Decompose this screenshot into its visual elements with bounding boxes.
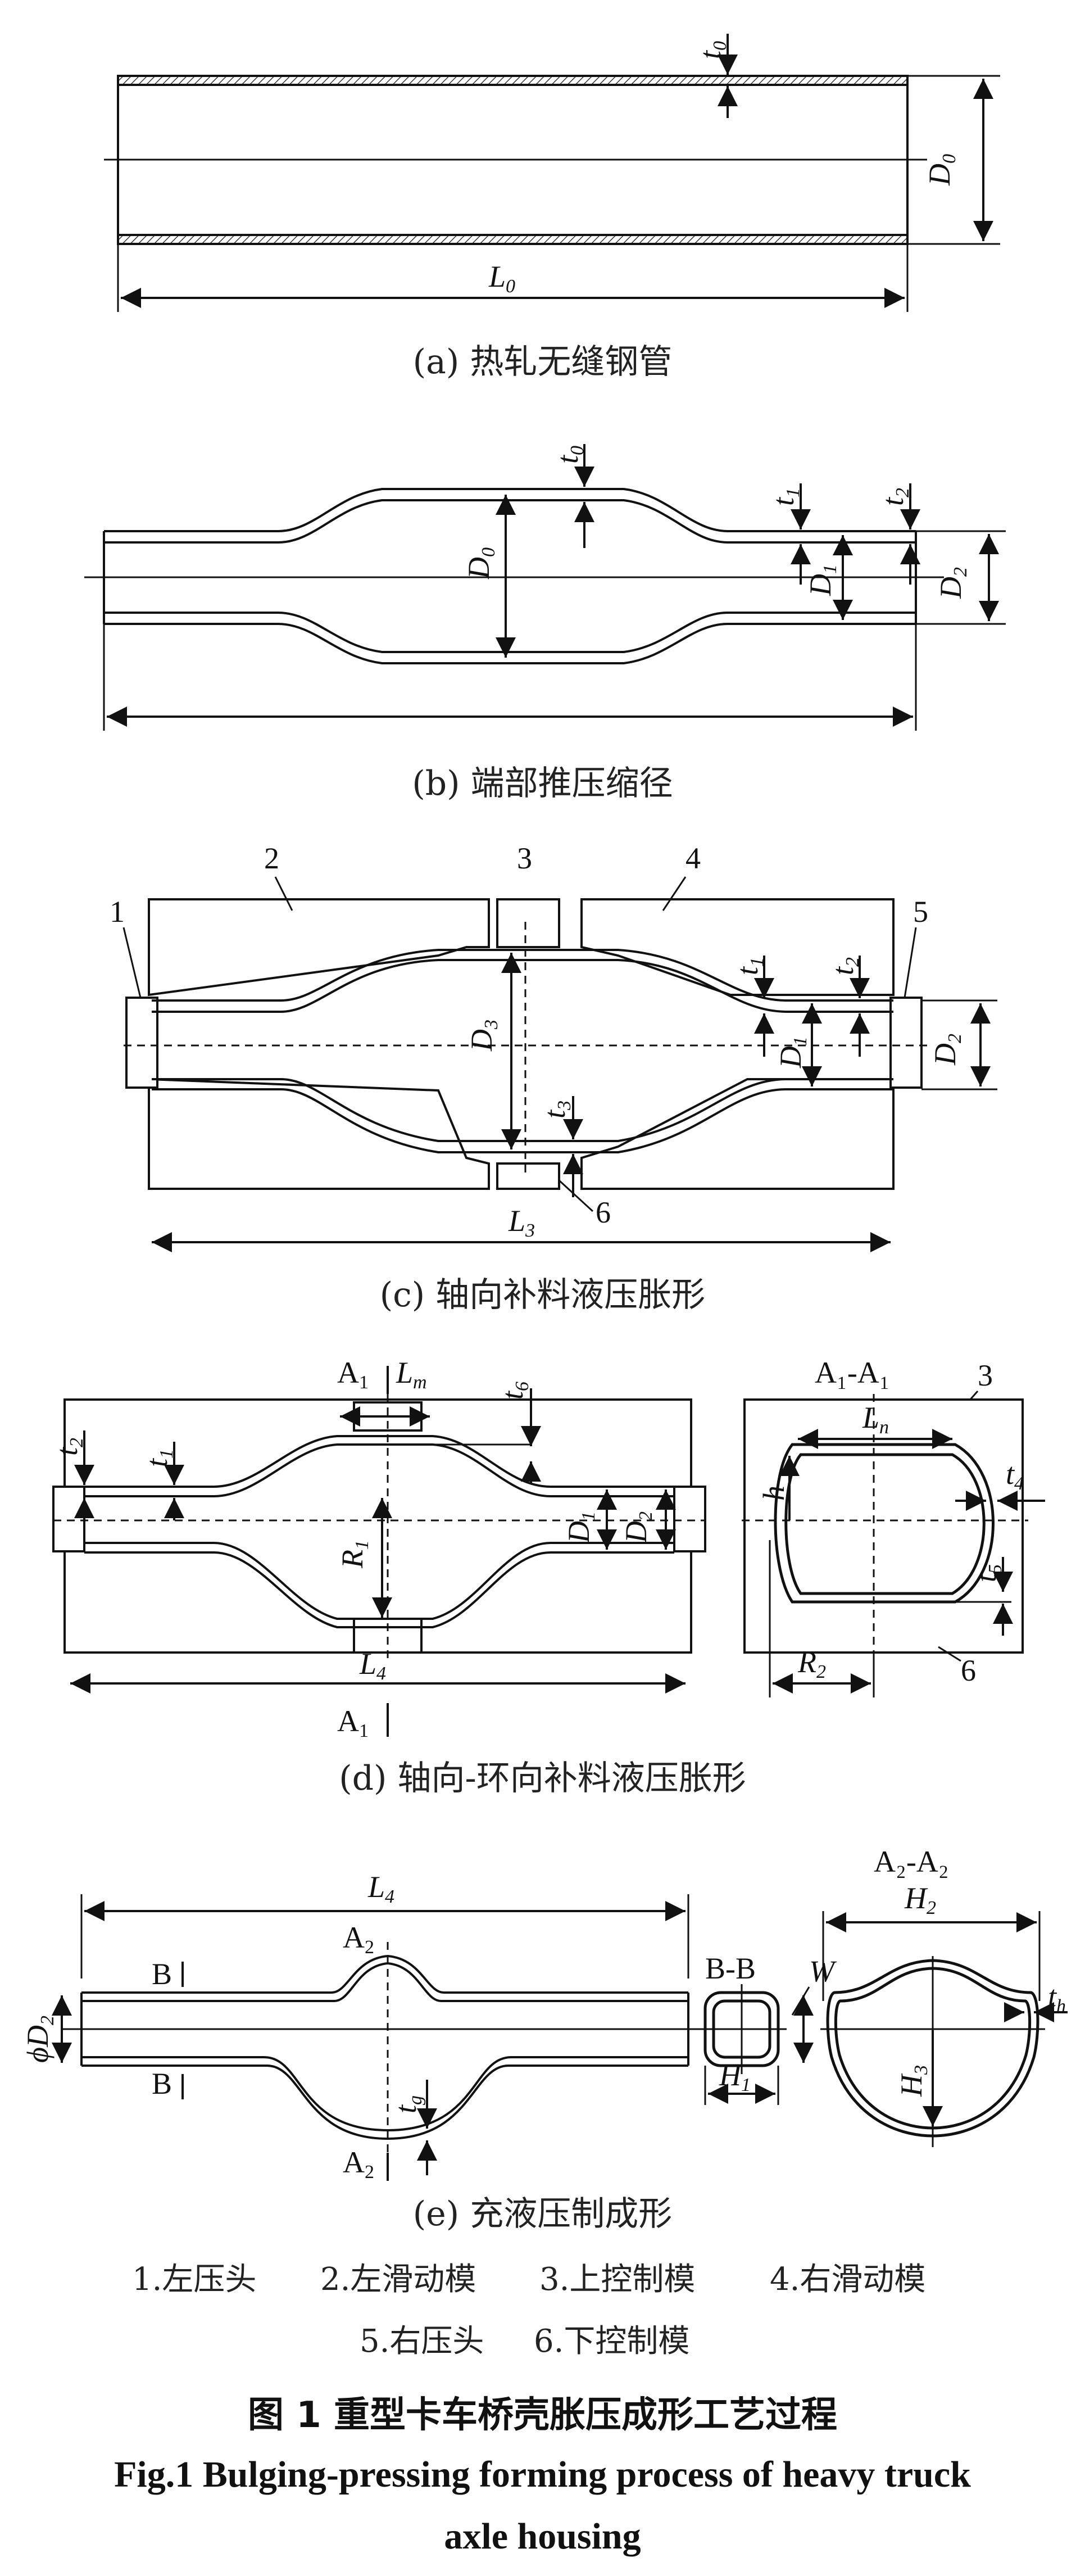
legend-item-4: 4.右滑动模 bbox=[770, 2261, 926, 2298]
figure-title-en-line1: Fig.1 Bulging-pressing forming process o… bbox=[114, 2454, 971, 2495]
e-L4-label: L4 bbox=[367, 1870, 394, 1907]
c-t1-label: t1 bbox=[730, 957, 768, 975]
b-D0-label: D0 bbox=[462, 547, 499, 580]
b-t0-label: t0 bbox=[551, 446, 588, 464]
a-L0-label: L0 bbox=[488, 260, 515, 297]
figure-title-cn: 图 1 重型卡车桥壳胀压成形工艺过程 bbox=[247, 2394, 838, 2436]
e-phiD2-label: ϕD2 bbox=[21, 2016, 58, 2063]
d-D1-label: D1 bbox=[562, 1511, 599, 1543]
a-t0-label: t0 bbox=[693, 41, 730, 59]
e-H2-label: H2 bbox=[904, 1881, 936, 1918]
legend-item-1: 1.左压头 bbox=[132, 2261, 257, 2298]
e-A2-bottom: A2 bbox=[343, 2145, 374, 2183]
d-part-3: 3 bbox=[978, 1359, 993, 1392]
d-t6-label: t6 bbox=[496, 1382, 533, 1400]
e-sectionA-label: A₂-A₂ bbox=[874, 1845, 949, 1878]
e-tg-label: tg bbox=[389, 2095, 426, 2113]
d-R2-label: R2 bbox=[797, 1645, 826, 1682]
d-A1-bottom: A1 bbox=[337, 1704, 369, 1741]
c-D3-label: D3 bbox=[465, 1020, 502, 1052]
c-D1-label: D1 bbox=[774, 1036, 811, 1069]
d-t2-label: t2 bbox=[50, 1438, 87, 1456]
b-D2-label: D2 bbox=[934, 567, 971, 599]
e-B-top: B bbox=[152, 1957, 172, 1991]
b-t2-label: t2 bbox=[876, 488, 913, 506]
d-section-label: A₁-A₁ bbox=[815, 1356, 890, 1389]
legend-item-3: 3.上控制模 bbox=[539, 2261, 696, 2298]
d-h-label: h bbox=[757, 1486, 791, 1501]
c-part-1: 1 bbox=[110, 895, 125, 929]
d-L4-label: L4 bbox=[359, 1647, 386, 1684]
d-A1-top: A1 bbox=[337, 1356, 369, 1393]
c-part-4: 4 bbox=[685, 841, 701, 875]
d-D2-label: D2 bbox=[619, 1511, 656, 1543]
panel-b-end-reduction: D0 t0 t1 D1 t2 D2 bbox=[84, 444, 1006, 731]
e-th-label: th bbox=[1048, 1980, 1066, 2017]
c-part-6: 6 bbox=[596, 1196, 611, 1229]
c-t2-label: t2 bbox=[826, 957, 863, 975]
a-D0-label: D0 bbox=[923, 154, 960, 186]
d-Lm-label: Lm bbox=[396, 1356, 427, 1393]
panel-c-axial-bulging: 1 2 3 4 5 6 D3 t3 t1 D1 t2 D2 bbox=[110, 841, 997, 1252]
caption-c: (c) 轴向补料液压胀形 bbox=[379, 1275, 706, 1315]
d-Ln-label: Ln bbox=[862, 1401, 889, 1438]
d-R1-label: R1 bbox=[335, 1540, 373, 1569]
caption-e: (e) 充液压制成形 bbox=[412, 2194, 673, 2234]
c-D2-label: D2 bbox=[928, 1034, 965, 1066]
d-t4-label: t4 bbox=[1006, 1457, 1024, 1494]
e-sectionB-label: B-B bbox=[705, 1952, 756, 1985]
caption-a: (a) 热轧无缝钢管 bbox=[412, 342, 673, 382]
d-t5-label: t5 bbox=[969, 1564, 1006, 1582]
caption-d: (d) 轴向-环向补料液压胀形 bbox=[339, 1759, 746, 1798]
panel-d-axial-hoop-bulging: A1 Lm t6 t2 t1 R1 D1 D2 L4 A1 bbox=[50, 1356, 1045, 1741]
c-part-2: 2 bbox=[264, 841, 279, 875]
b-t1-label: t1 bbox=[766, 488, 803, 506]
b-D1-label: D1 bbox=[803, 564, 841, 596]
d-t1-label: t1 bbox=[140, 1449, 177, 1467]
e-B-bottom: B bbox=[152, 2067, 172, 2100]
figure-title-en-line2: axle housing bbox=[444, 2516, 641, 2557]
panel-e-press-forming: L4 A2 A2 B B ϕD2 tg B-B W bbox=[21, 1845, 1068, 2183]
panel-a-straight-tube: t0 D0 L0 bbox=[104, 34, 1000, 312]
caption-b: (b) 端部推压缩径 bbox=[412, 764, 673, 803]
legend-item-5: 5.右压头 bbox=[360, 2323, 484, 2360]
c-L3-label: L3 bbox=[508, 1204, 535, 1241]
legend-item-6: 6.下控制模 bbox=[534, 2323, 690, 2360]
d-part-6: 6 bbox=[961, 1654, 976, 1687]
c-t3-label: t3 bbox=[538, 1101, 575, 1119]
c-part-5: 5 bbox=[913, 895, 928, 929]
c-part-3: 3 bbox=[517, 841, 532, 875]
e-A2-top: A2 bbox=[343, 1921, 374, 1958]
legend-item-2: 2.左滑动模 bbox=[320, 2261, 476, 2298]
e-H3-label: H3 bbox=[895, 2065, 932, 2097]
e-H1-label: H1 bbox=[719, 2058, 751, 2095]
